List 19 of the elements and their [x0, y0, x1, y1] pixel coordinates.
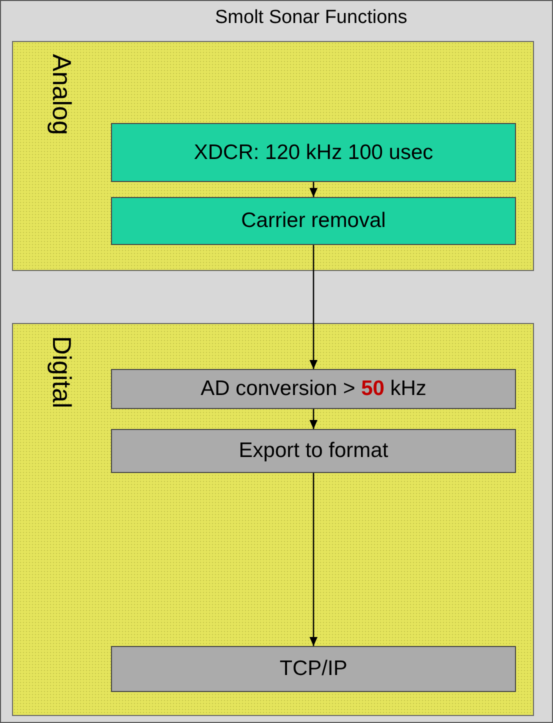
- group-label: Digital: [46, 336, 77, 408]
- arrow: [310, 473, 318, 646]
- group-panel: [12, 41, 534, 271]
- box-label: AD conversion > 50 kHz: [200, 377, 426, 401]
- box-label: XDCR: 120 kHz 100 usec: [194, 140, 434, 164]
- arrow: [310, 409, 318, 429]
- box-label: Carrier removal: [241, 209, 386, 233]
- process-box: [111, 123, 516, 182]
- arrow: [310, 245, 318, 369]
- process-box: [111, 429, 516, 473]
- diagram-title: Smolt Sonar Functions: [215, 7, 408, 29]
- process-box: [111, 369, 516, 409]
- arrow: [310, 182, 318, 197]
- box-label: Export to format: [238, 439, 388, 463]
- process-box: [111, 197, 516, 245]
- process-box: [111, 646, 516, 692]
- group-label: Analog: [46, 54, 77, 135]
- group-panel: [12, 323, 534, 716]
- box-label: TCP/IP: [280, 657, 348, 681]
